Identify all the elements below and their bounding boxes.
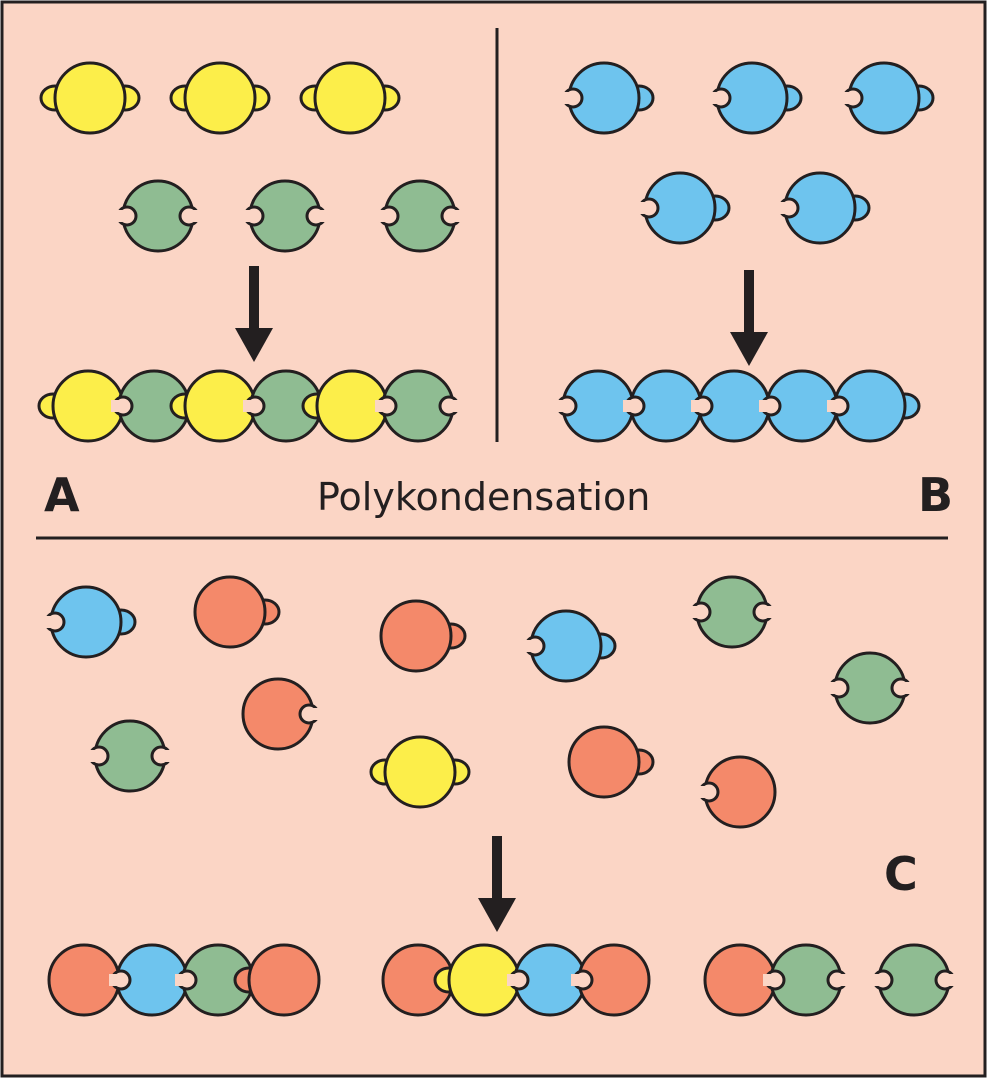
monomer-green (175, 943, 261, 1017)
monomer-blue (555, 369, 649, 443)
monomer-blue (43, 585, 137, 659)
monomer-yellow (169, 61, 271, 135)
monomer-green (375, 369, 461, 443)
monomer-green (115, 179, 201, 253)
monomer-orange (193, 575, 281, 649)
monomer-green (689, 575, 775, 649)
monomer-green (827, 651, 913, 725)
monomer-yellow (299, 61, 401, 135)
monomer-orange (567, 725, 655, 799)
monomer-orange (571, 943, 651, 1017)
diagram-title: Polykondensation (317, 475, 651, 519)
monomer-yellow (39, 61, 141, 135)
monomer-orange (379, 599, 467, 673)
monomer-blue (841, 61, 935, 135)
monomer-blue (561, 61, 655, 135)
monomer-orange (381, 943, 469, 1017)
monomer-blue (523, 609, 617, 683)
monomer-green (87, 719, 173, 793)
panel-a-label: A (44, 468, 80, 522)
reaction-arrow (478, 836, 516, 932)
monomer-blue (691, 369, 785, 443)
monomer-green (871, 943, 957, 1017)
monomer-blue (709, 61, 803, 135)
arrow-layer (235, 266, 768, 932)
panel-c-label: C (884, 847, 918, 901)
monomer-orange (697, 755, 777, 829)
monomer-blue (827, 369, 921, 443)
monomer-layer (37, 61, 957, 1017)
monomer-blue (637, 171, 731, 245)
reaction-arrow (235, 266, 273, 362)
monomer-yellow (369, 735, 471, 809)
monomer-green (377, 179, 463, 253)
monomer-green (242, 179, 328, 253)
monomer-orange (233, 943, 321, 1017)
monomer-yellow (301, 369, 403, 443)
reaction-arrow (730, 270, 768, 366)
monomer-green (763, 943, 849, 1017)
panel-b-label: B (918, 468, 954, 522)
monomer-blue (777, 171, 871, 245)
monomer-orange (241, 677, 321, 751)
